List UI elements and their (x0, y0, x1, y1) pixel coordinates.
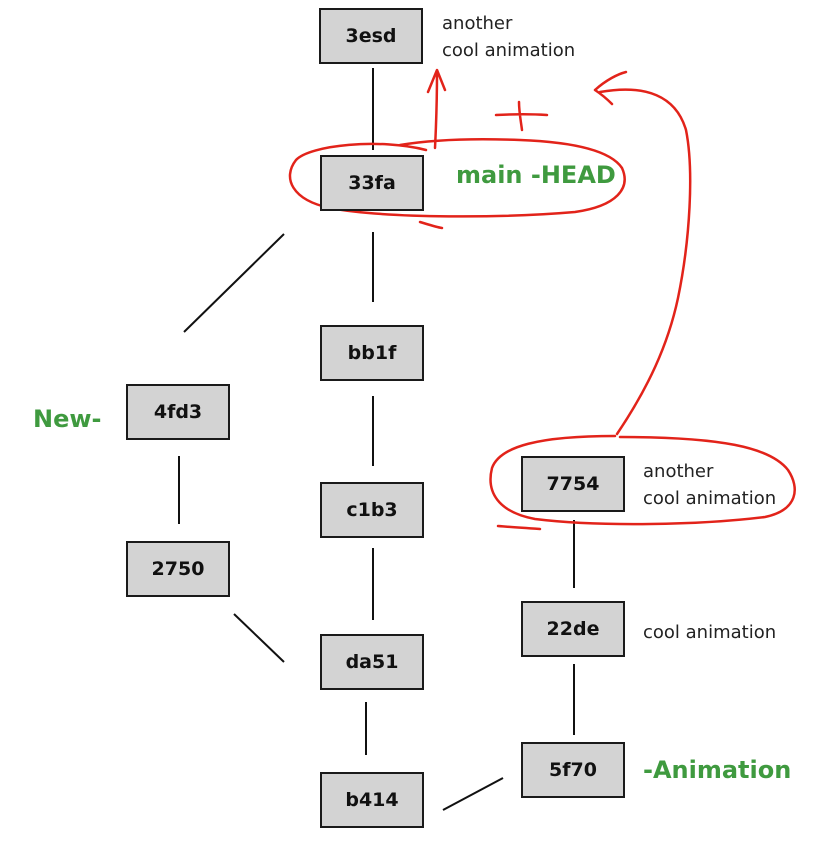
commit-da51[interactable]: da51 (320, 634, 424, 690)
note-7754-line-1: another (643, 461, 714, 482)
branch-label-animation: -Animation (643, 756, 792, 784)
edge-33fa-4fd3 (183, 233, 285, 333)
note-3esd-line-2: cool animation (442, 40, 576, 61)
commit-2750[interactable]: 2750 (126, 541, 230, 597)
commit-3esd[interactable]: 3esd (319, 8, 423, 64)
note-3esd: another cool animation (442, 10, 575, 64)
annotation-circle-7754 (489, 434, 796, 531)
commit-4fd3[interactable]: 4fd3 (126, 384, 230, 440)
commit-7754[interactable]: 7754 (521, 456, 625, 512)
note-22de: cool animation (643, 622, 777, 643)
edge-5f70-b414 (442, 777, 504, 811)
note-7754-line-2: cool animation (643, 488, 777, 509)
commit-5f70[interactable]: 5f70 (521, 742, 625, 798)
annotation-arrow-up (426, 68, 447, 150)
note-3esd-line-1: another (442, 13, 513, 34)
edge-2750-da51 (233, 613, 285, 663)
commit-22de[interactable]: 22de (521, 601, 625, 657)
note-7754: another cool animation (643, 458, 776, 512)
annotation-merge-arrow (593, 70, 692, 436)
commit-c1b3[interactable]: c1b3 (320, 482, 424, 538)
annotation-circle-main-head (288, 137, 626, 230)
commit-33fa[interactable]: 33fa (320, 155, 424, 211)
branch-label-main: main -HEAD (456, 161, 616, 189)
commit-bb1f[interactable]: bb1f (320, 325, 424, 381)
commit-b414[interactable]: b414 (320, 772, 424, 828)
annotation-plus (494, 100, 549, 132)
branch-label-new: New- (33, 405, 102, 433)
